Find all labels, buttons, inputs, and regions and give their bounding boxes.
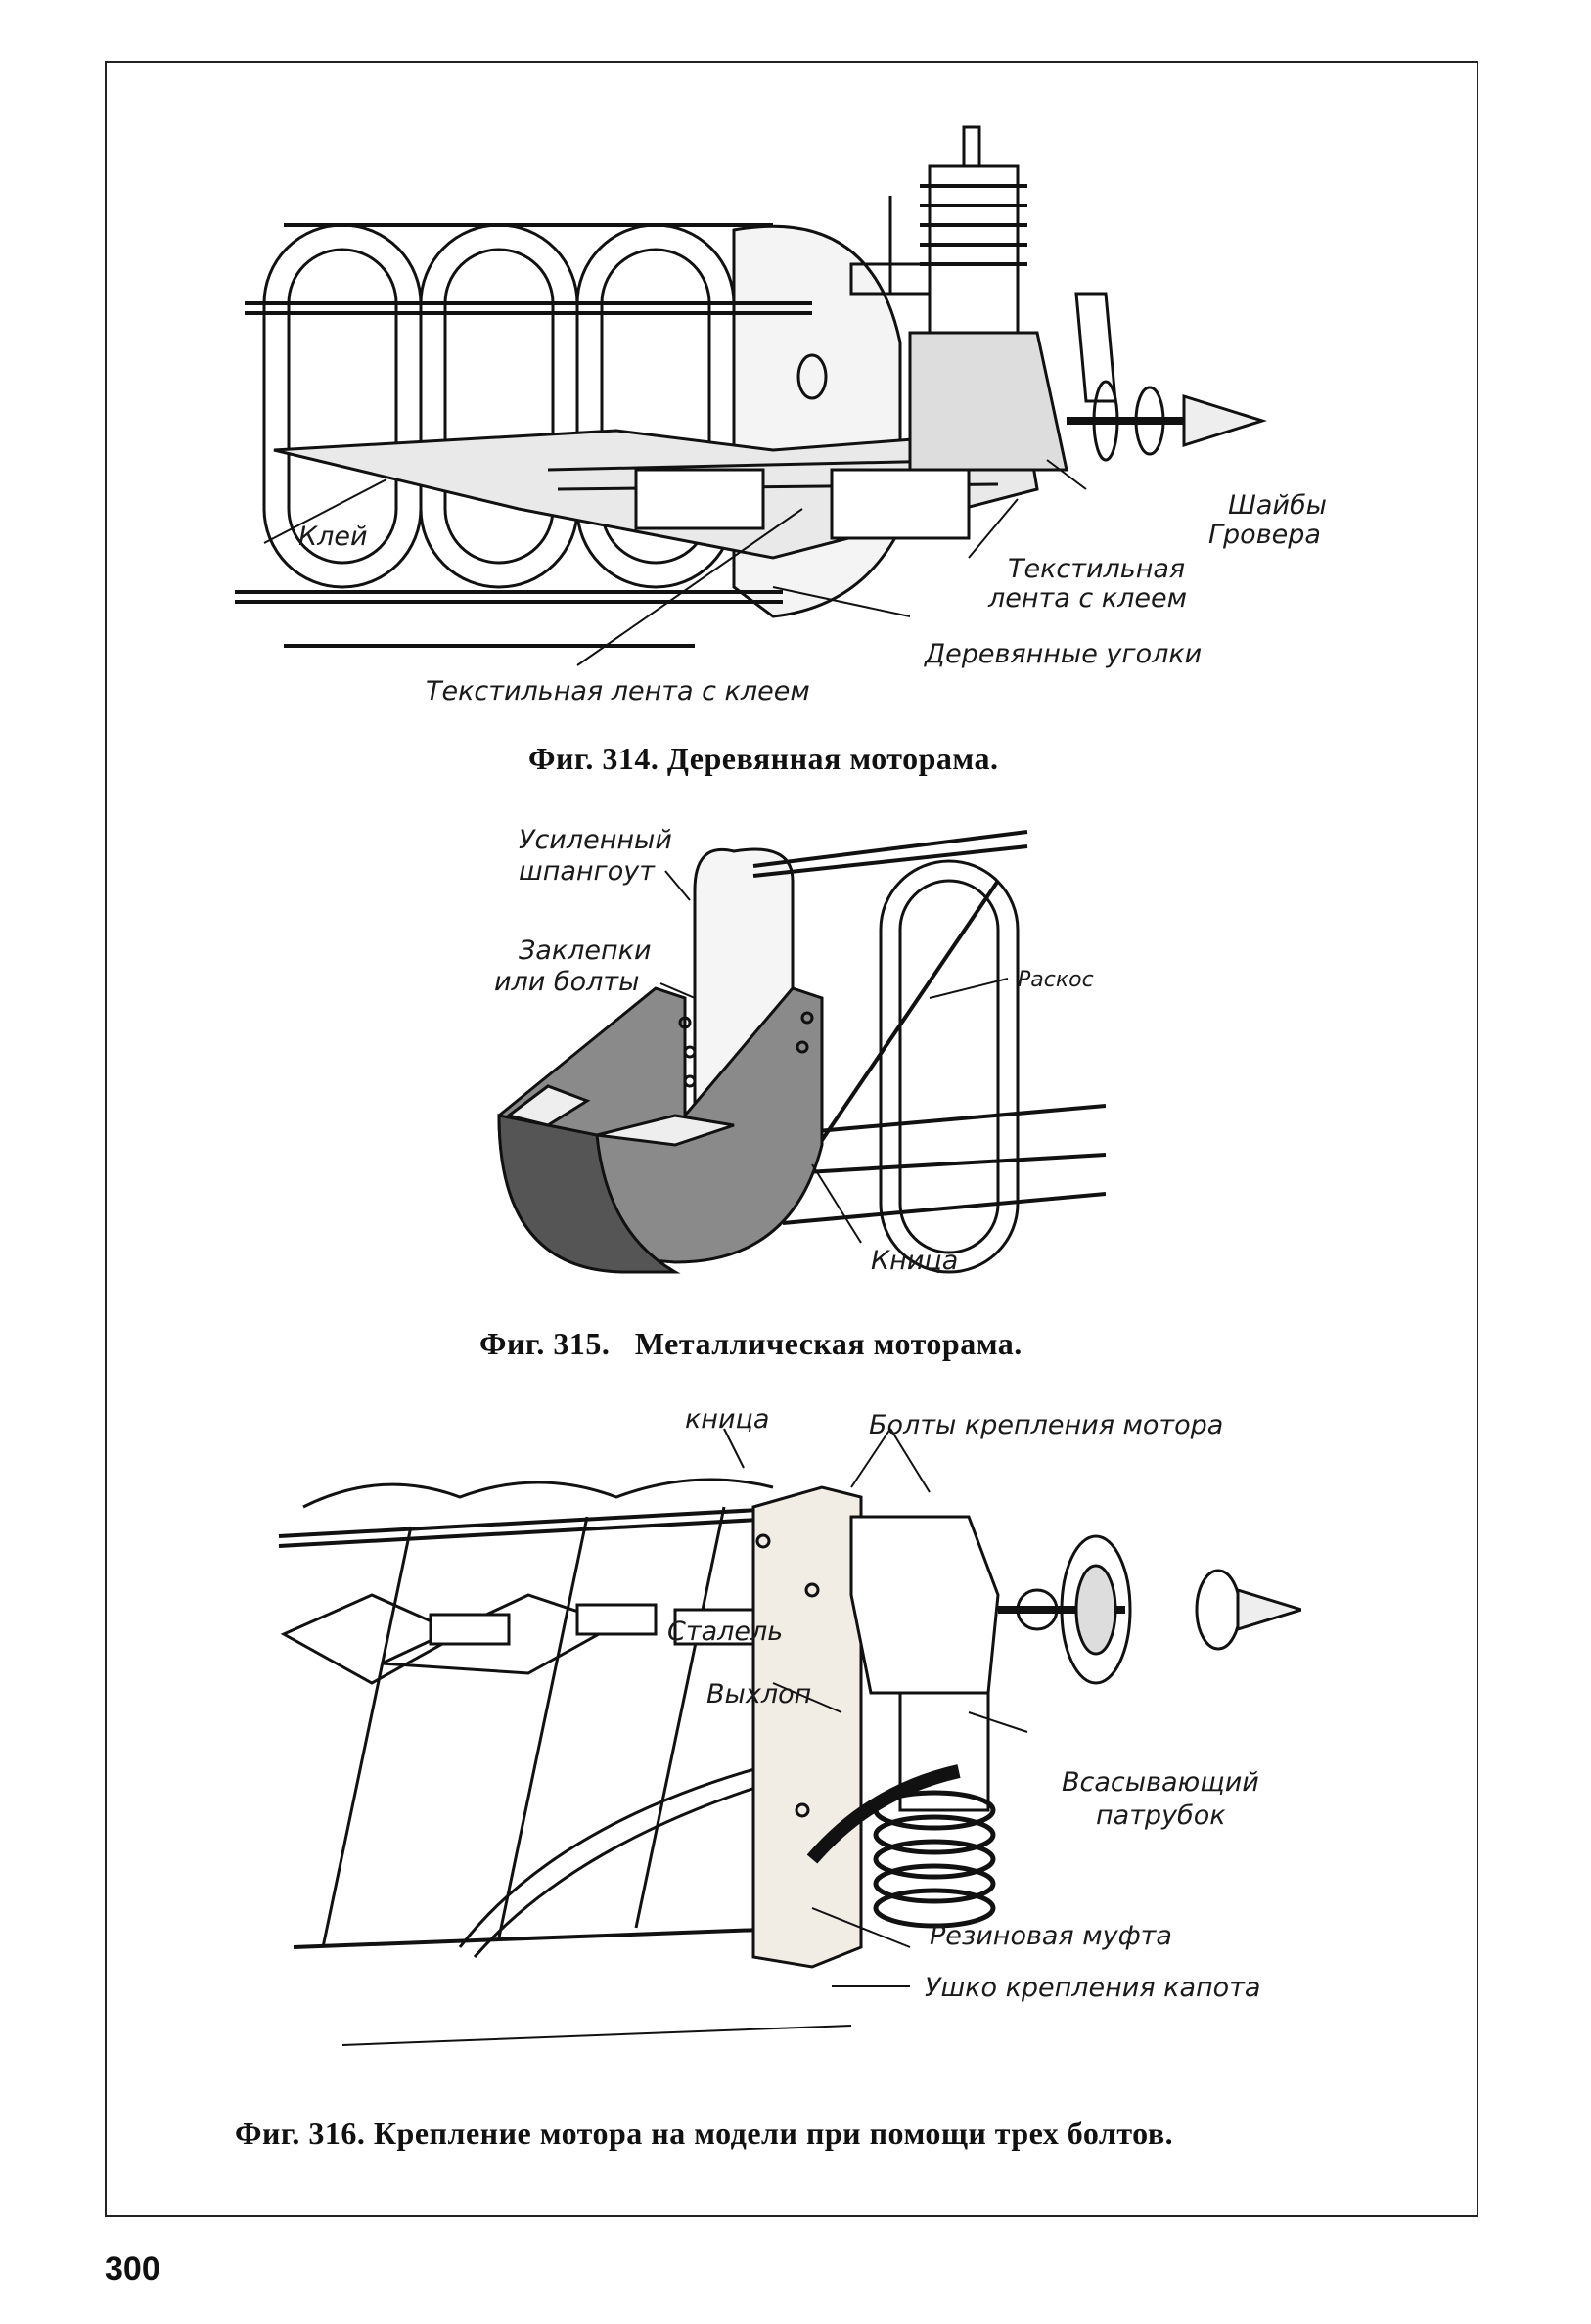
label-rubber-coupling: Резиновая муфта — [930, 1921, 1172, 1951]
firewall — [753, 1487, 861, 1967]
engine-bearers — [274, 431, 1037, 558]
label-textile-tape-right-2: лента с клеем — [988, 583, 1187, 614]
longerons — [753, 832, 1106, 1223]
engine-316 — [812, 1517, 1301, 1926]
caption-fig-315: Фиг. 315. Металлическая моторама. — [479, 1326, 1023, 1361]
engine-drawing — [851, 127, 1262, 470]
label-grover-washers-2: Гровера — [1208, 520, 1321, 550]
page-number: 300 — [105, 2251, 160, 2288]
label-or-bolts: или болты — [494, 967, 640, 997]
sheet-metal-mount — [499, 988, 822, 1272]
label-textile-tape-bottom: Текстильная лента с клеем — [426, 676, 810, 706]
fuselage-frames — [264, 225, 900, 616]
figure-315-illustration — [479, 822, 1106, 1311]
label-gusset-316: кница — [685, 1404, 770, 1435]
label-steel: Сталель — [667, 1617, 784, 1647]
figure-316-illustration — [264, 1399, 1301, 2065]
label-reinforced: Усиленный — [519, 825, 672, 855]
leader-lines-316 — [724, 1429, 1027, 1986]
label-cowl-eye: Ушко крепления капота — [925, 1973, 1261, 2003]
figure-314-illustration — [225, 98, 1370, 705]
caption-fig-314: Фиг. 314. Деревянная моторама. — [528, 741, 999, 776]
label-textile-tape-right: Текстильная — [1008, 554, 1186, 584]
label-grover-washers: Шайбы — [1228, 490, 1327, 521]
stringers — [235, 225, 812, 646]
label-exhaust: Выхлоп — [706, 1679, 812, 1709]
caption-fig-316: Фиг. 316. Крепление мотора на модели при… — [235, 2116, 1174, 2151]
leader-lines-315 — [660, 871, 1008, 1243]
label-wooden-corners: Деревянные уголки — [925, 639, 1203, 669]
label-glue: Клей — [298, 522, 368, 552]
label-intake-2: патрубок — [1096, 1800, 1226, 1831]
label-intake: Всасывающий — [1062, 1767, 1259, 1798]
label-brace: Раскос — [1018, 968, 1094, 992]
label-rivets: Заклепки — [519, 935, 652, 966]
leader-lines — [264, 460, 1086, 665]
label-mount-bolts: Болты крепления мотора — [869, 1410, 1224, 1440]
page-frame — [105, 61, 1478, 2217]
label-frame: шпангоут — [519, 856, 655, 887]
label-gusset-315: Кница — [871, 1246, 959, 1276]
